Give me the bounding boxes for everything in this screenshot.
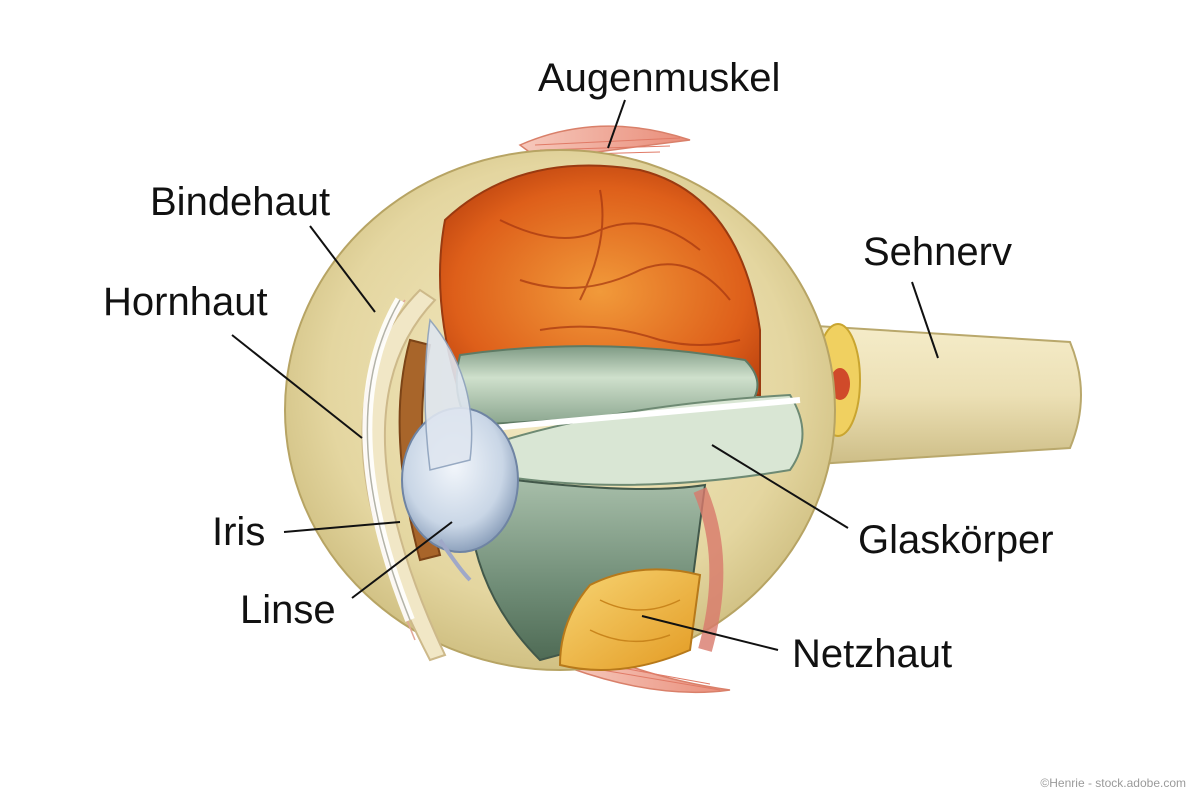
choroid bbox=[439, 164, 761, 396]
label-hornhaut: Hornhaut bbox=[103, 280, 268, 324]
label-augenmuskel: Augenmuskel bbox=[538, 56, 781, 100]
label-linse: Linse bbox=[240, 588, 336, 632]
label-netzhaut: Netzhaut bbox=[792, 632, 953, 676]
lens bbox=[401, 318, 519, 582]
leader-iris bbox=[283, 521, 401, 533]
label-iris: Iris bbox=[212, 510, 266, 554]
leader-netzhaut bbox=[641, 615, 779, 651]
leader-glaskoerper bbox=[711, 444, 849, 529]
retina bbox=[558, 487, 724, 671]
leader-augenmuskel bbox=[607, 99, 626, 149]
label-glaskoerper: Glaskörper bbox=[858, 518, 1054, 562]
label-bindehaut: Bindehaut bbox=[150, 180, 331, 224]
leader-sehnerv bbox=[911, 281, 939, 359]
leader-lines bbox=[231, 99, 939, 651]
leader-hornhaut bbox=[231, 334, 363, 439]
leader-bindehaut bbox=[309, 225, 376, 313]
leader-linse bbox=[351, 521, 453, 599]
image-credit: ©Henrie - stock.adobe.com bbox=[1040, 776, 1186, 790]
label-sehnerv: Sehnerv bbox=[863, 230, 1012, 274]
